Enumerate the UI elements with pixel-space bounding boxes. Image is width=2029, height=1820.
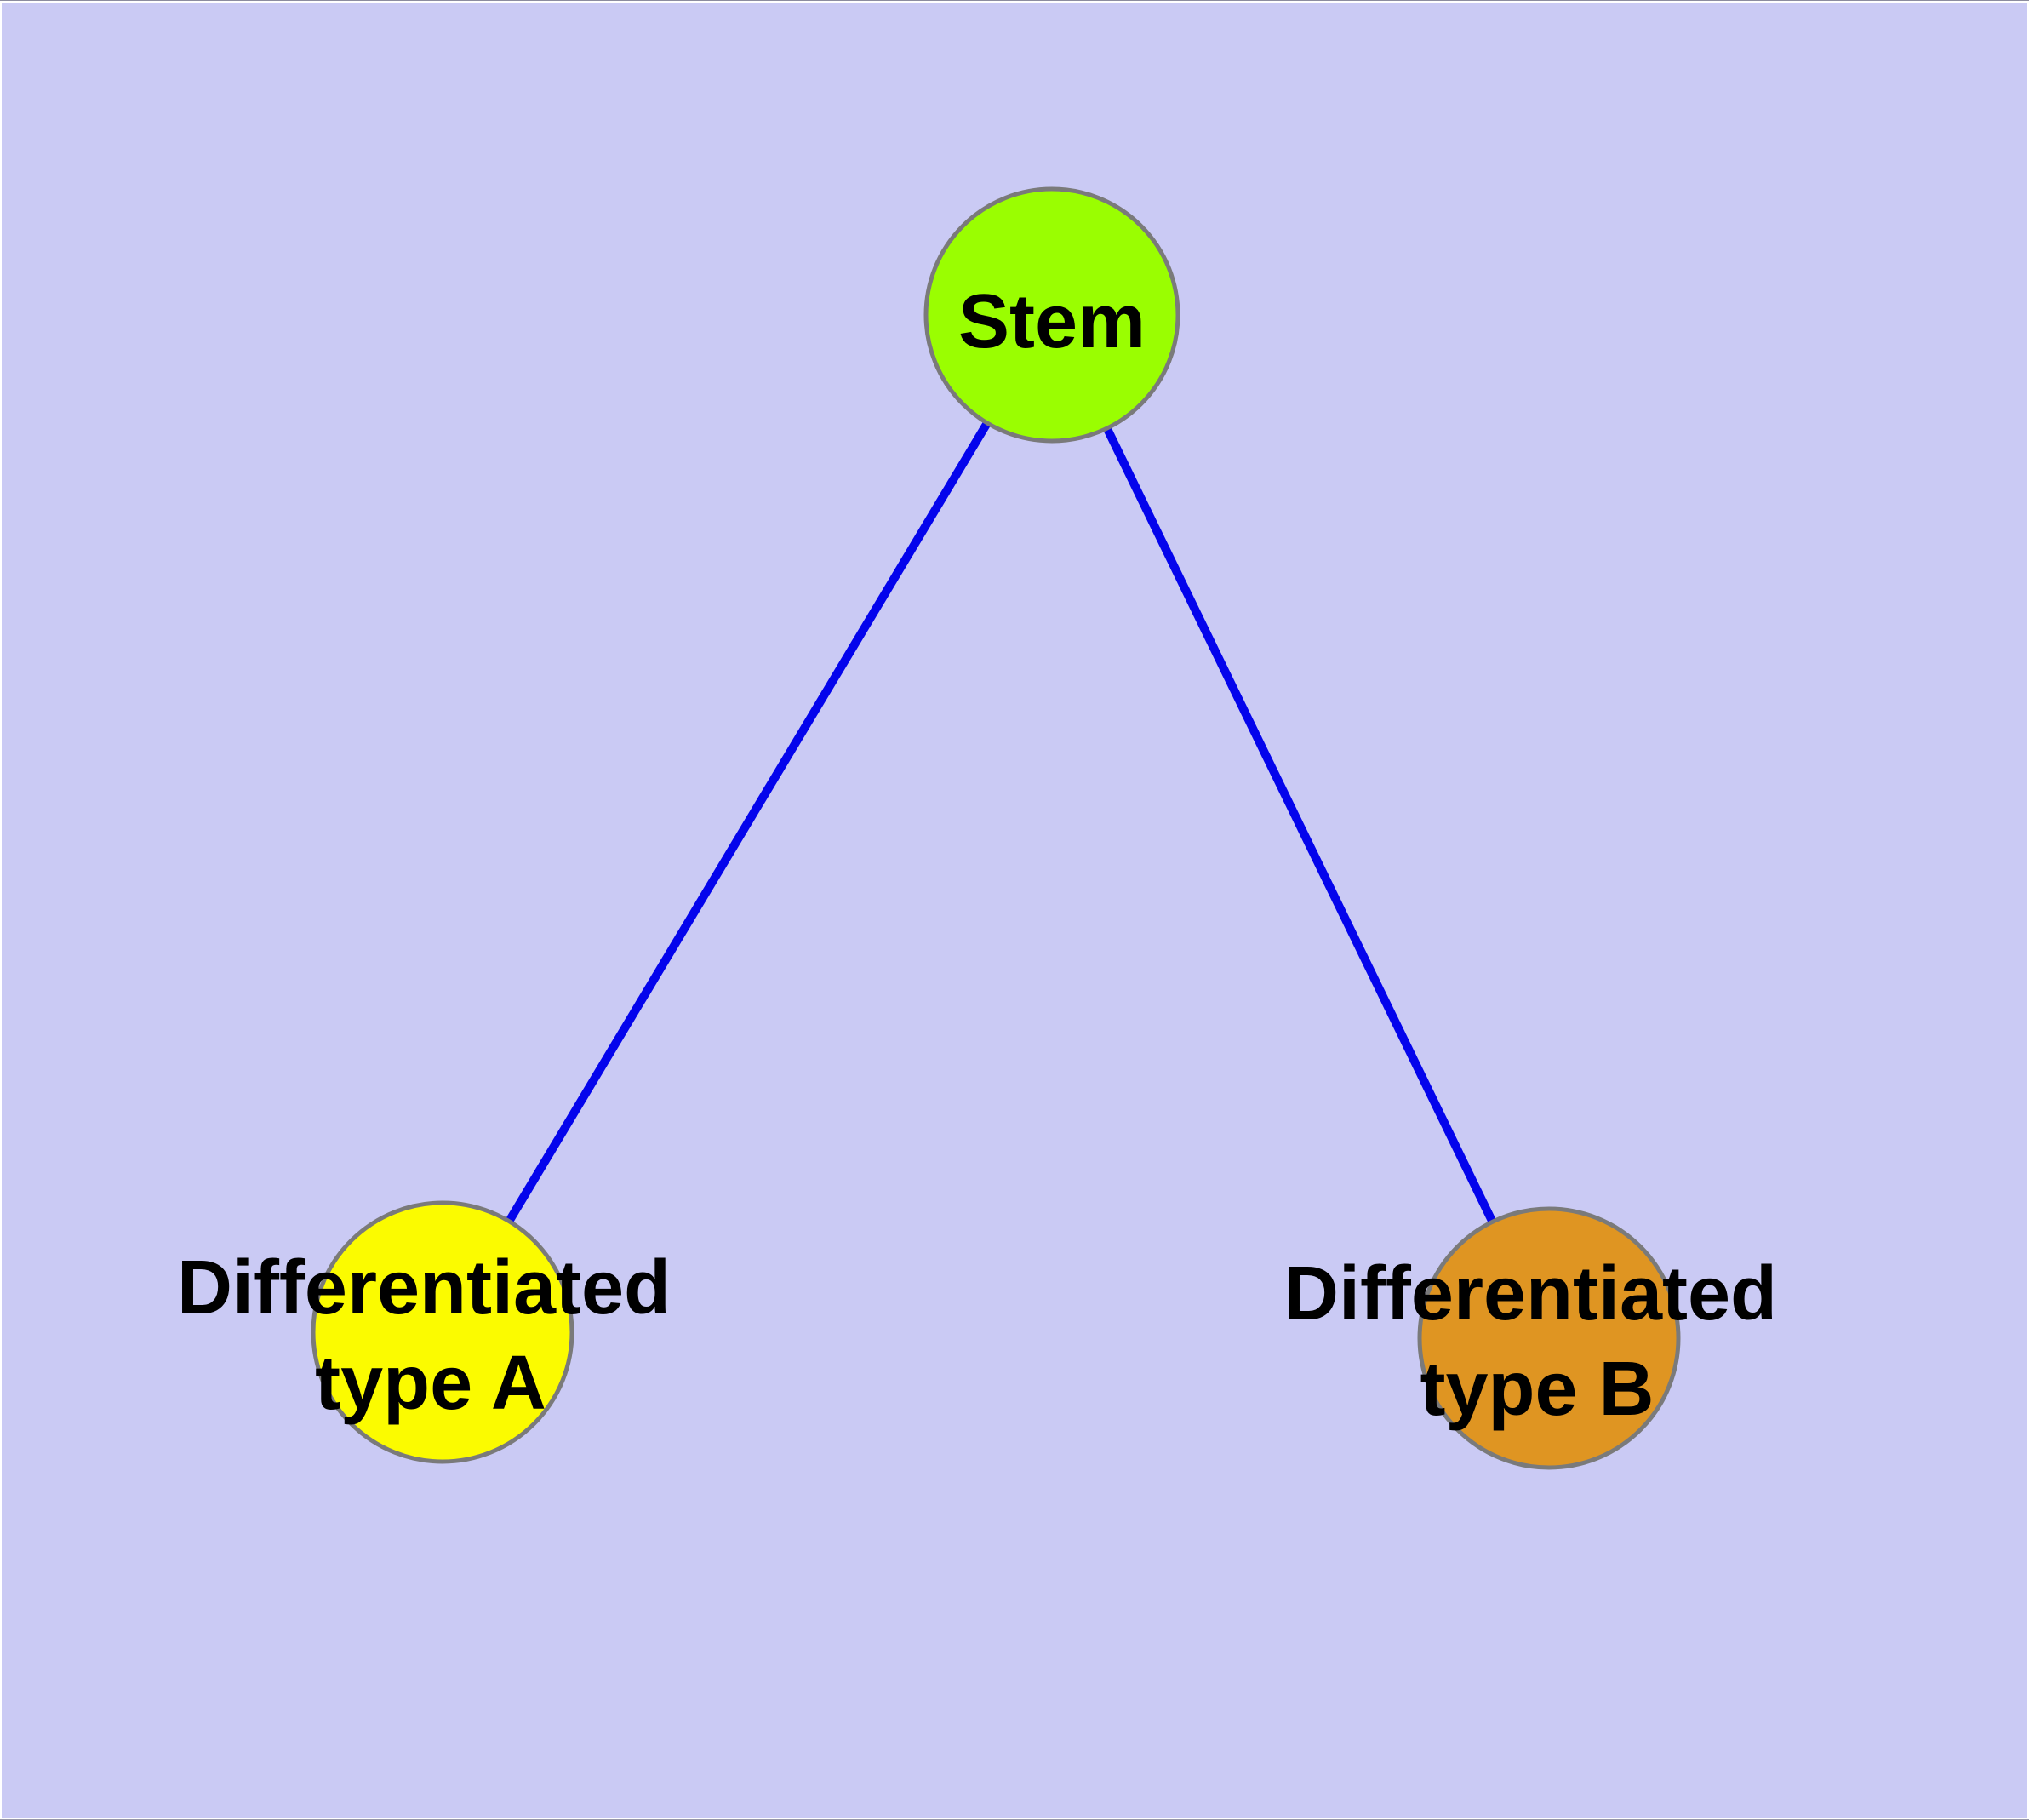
node-stem-label-line-1: Stem: [958, 279, 1146, 364]
edge-stem-to-type-b[interactable]: [1048, 312, 1553, 1341]
node-stem[interactable]: [923, 186, 1180, 444]
node-type-a-label-line-1: Differentiated: [177, 1245, 671, 1331]
node-type-b-label-line-1: Differentiated: [1283, 1251, 1777, 1336]
node-type-b-label-line-2: type B: [1420, 1347, 1654, 1432]
node-type-b[interactable]: [1417, 1206, 1681, 1470]
node-type-a[interactable]: [311, 1200, 574, 1464]
edge-stem-to-type-a[interactable]: [438, 312, 1056, 1335]
window-top-edge: [0, 0, 2029, 1]
node-type-a-label-line-2: type A: [315, 1341, 546, 1426]
